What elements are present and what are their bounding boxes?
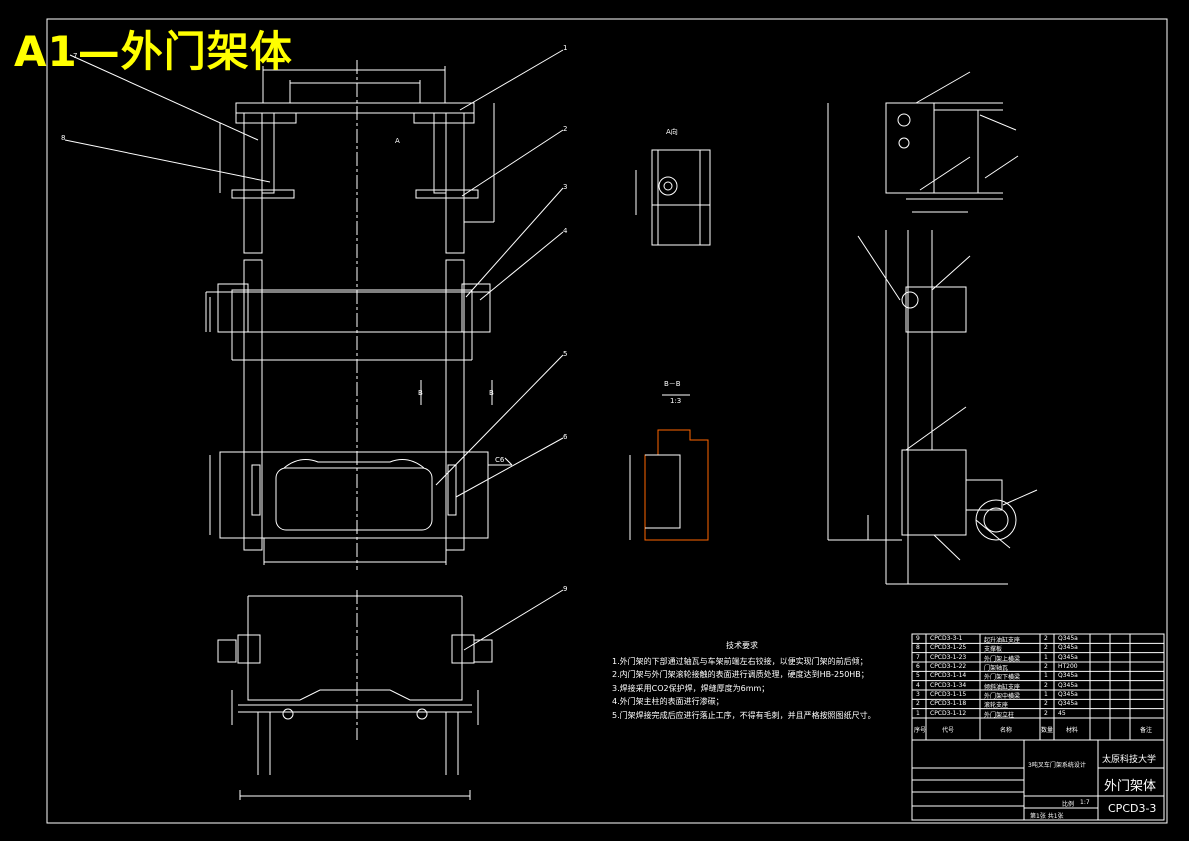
part-label-6: 6 xyxy=(563,433,568,441)
drawing-name: 外门架体 xyxy=(1104,779,1157,794)
section-bb-title: B－B xyxy=(664,380,681,388)
bom-header-material: 材料 xyxy=(1066,727,1079,734)
bom-cell-code: CPCD3-1-25 xyxy=(930,644,967,652)
part-label-1: 1 xyxy=(563,44,567,52)
bom-cell-mat: Q345a xyxy=(1058,700,1078,708)
bom-cell-no: 6 xyxy=(916,663,920,670)
title-block xyxy=(911,633,1165,821)
svg-text:C6: C6 xyxy=(495,456,505,464)
bom-cell-code: CPCD3-1-22 xyxy=(930,663,967,670)
bom-header-note: 备注 xyxy=(1140,727,1153,734)
bom-cell-mat: Q345a xyxy=(1058,635,1078,642)
bom-cell-mat: Q345a xyxy=(1058,653,1078,661)
part-label-9: 9 xyxy=(563,585,567,593)
tech-notes-title: 技术要求 xyxy=(726,641,758,650)
part-label-7: 7 xyxy=(73,52,77,60)
section-bb xyxy=(629,394,709,541)
bom-cell-qty: 1 xyxy=(1044,672,1048,680)
tech-note-2: 2.内门架与外门架滚轮接触的表面进行调质处理，硬度达到HB-250HB； xyxy=(612,670,869,679)
scale-label: 比例 xyxy=(1062,801,1075,808)
bom-cell-code: CPCD3-1-14 xyxy=(930,672,967,680)
bom-cell-name: 起升油缸支座 xyxy=(984,637,1021,644)
tech-note-1: 1.外门架的下部通过轴瓦与车架前端左右铰接，以便实现门架的前后倾； xyxy=(612,656,868,666)
bom-cell-qty: 1 xyxy=(1044,691,1048,698)
technical-requirements: 技术要求 1.外门架的下部通过轴瓦与车架前端左右铰接，以便实现门架的前后倾； 2… xyxy=(612,639,876,722)
sheet-border xyxy=(46,18,1168,824)
bom-cell-name: 门架轴瓦 xyxy=(984,665,1009,672)
bom-cell-no: 2 xyxy=(916,700,920,708)
tech-note-5: 5.门架焊接完成后应进行落止工序，不得有毛刺，并且严格按照图纸尺寸。 xyxy=(612,710,876,720)
part-label-5: 5 xyxy=(563,350,567,358)
university-name: 太原科技大学 xyxy=(1102,755,1157,765)
bom-cell-no: 5 xyxy=(916,672,920,680)
drawing-number: CPCD3-3 xyxy=(1108,802,1157,815)
bom-cell-code: CPCD3-3-1 xyxy=(930,635,963,642)
bom-header-no: 序号 xyxy=(914,727,927,734)
tech-note-4: 4.外门架主柱的表面进行渗碳； xyxy=(612,697,724,706)
scale-value: 1:7 xyxy=(1080,799,1090,806)
bom-cell-mat: 45 xyxy=(1058,709,1066,717)
arrow-a-label: A xyxy=(395,137,400,145)
part-label-2: 2 xyxy=(563,125,567,133)
bom-cell-qty: 1 xyxy=(1044,653,1048,661)
front-view: C6 xyxy=(64,49,564,651)
top-view xyxy=(217,590,493,800)
bom-cell-qty: 2 xyxy=(1044,663,1048,670)
bom-cell-no: 1 xyxy=(916,709,920,717)
side-view xyxy=(827,71,1038,585)
bom-cell-no: 3 xyxy=(916,691,920,698)
bom-cell-name: 滚轮支座 xyxy=(984,702,1009,710)
part-label-8: 8 xyxy=(61,134,65,142)
arrow-b-label-right: B xyxy=(489,389,494,397)
bom-cell-qty: 2 xyxy=(1044,709,1048,717)
title-stamp: A1—外门架体 xyxy=(14,27,293,76)
project-name: 3吨叉车门架系统设计 xyxy=(1028,762,1086,769)
bom-header-code: 代号 xyxy=(942,727,955,734)
bom-cell-name: 外门架立柱 xyxy=(984,711,1015,719)
bom-cell-name: 支撑板 xyxy=(984,646,1003,654)
view-a-title: A向 xyxy=(666,127,678,136)
bom-cell-no: 9 xyxy=(916,635,920,642)
bom-cell-name: 外门架中横梁 xyxy=(984,693,1021,700)
bom-cell-qty: 2 xyxy=(1044,700,1048,708)
bom-cell-mat: Q345a xyxy=(1058,691,1078,698)
bom-cell-mat: Q345a xyxy=(1058,644,1078,652)
part-label-4: 4 xyxy=(563,227,568,235)
view-a-detail xyxy=(635,149,711,246)
bom-cell-mat: Q345a xyxy=(1058,672,1078,680)
bom-cell-code: CPCD3-1-18 xyxy=(930,700,967,708)
bom-cell-no: 7 xyxy=(916,653,920,661)
bom-cell-no: 4 xyxy=(916,681,920,689)
bom-cell-qty: 2 xyxy=(1044,681,1048,689)
bom-cell-code: CPCD3-1-23 xyxy=(930,653,967,661)
bom-header-qty: 数量 xyxy=(1041,727,1054,734)
bom-cell-code: CPCD3-1-34 xyxy=(930,681,967,689)
bom-cell-qty: 2 xyxy=(1044,635,1048,642)
bom-cell-no: 8 xyxy=(916,644,920,652)
part-label-3: 3 xyxy=(563,183,567,191)
bom-cell-name: 倾斜油缸支座 xyxy=(984,683,1021,691)
bom-cell-code: CPCD3-1-15 xyxy=(930,691,967,698)
bom-cell-name: 外门架下横梁 xyxy=(984,674,1021,682)
section-bb-scale: 1:3 xyxy=(670,397,681,405)
bom-cell-mat: HT200 xyxy=(1058,663,1078,670)
arrow-b-label-left: B xyxy=(418,389,423,397)
tech-note-3: 3.焊接采用CO2保护焊，焊缝厚度为6mm； xyxy=(612,683,770,693)
bom-cell-code: CPCD3-1-12 xyxy=(930,709,967,717)
bom-cell-qty: 2 xyxy=(1044,644,1048,652)
sheet-count: 第1张 共1张 xyxy=(1030,813,1064,820)
bom-cell-mat: Q345a xyxy=(1058,681,1078,689)
bom-cell-name: 外门架上横梁 xyxy=(984,655,1021,663)
bom-header-name: 名称 xyxy=(1000,727,1013,734)
